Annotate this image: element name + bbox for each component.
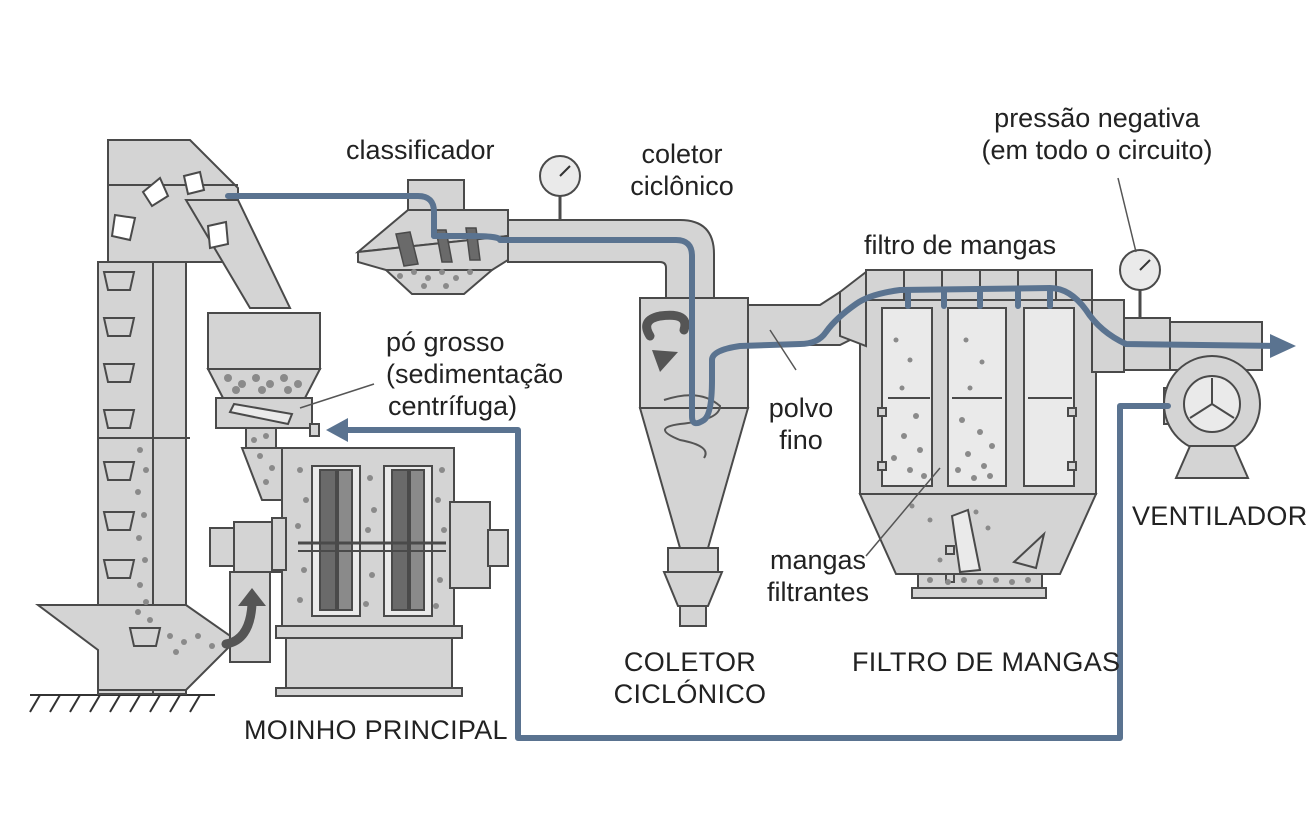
- recirculation-arrowhead: [238, 588, 266, 606]
- negative-pressure-line-2: (em todo o circuito): [981, 135, 1213, 165]
- cyclone-caption: COLETOR CICLÓNICO: [612, 646, 768, 710]
- coarse-powder-line-1: pó grosso: [386, 327, 505, 357]
- coarse-powder-leader: [299, 383, 375, 409]
- classifier-label: classificador: [346, 135, 495, 165]
- recirculation-arrow-icon: [221, 599, 257, 649]
- filter-bags-line-1: mangas: [769, 545, 867, 575]
- mill-particles: [295, 467, 447, 609]
- filter-dust-particles: [891, 337, 1031, 585]
- swirl-arrowhead: [652, 350, 678, 372]
- duct-classifier-cyclone: [507, 219, 715, 299]
- fine-powder-line-2: fino: [779, 425, 823, 455]
- cyclone-collector-label: coletor ciclônico: [612, 138, 752, 202]
- negative-pressure-line-1: pressão negativa: [994, 103, 1200, 133]
- filter-bags-line-2: filtrantes: [766, 577, 870, 607]
- cyclone-label-line-2: ciclônico: [630, 171, 734, 201]
- cyclone-caption-line-1: COLETOR: [623, 647, 757, 677]
- flow-arrow-icon: [326, 418, 348, 442]
- bag-filter-label: filtro de mangas: [864, 230, 1057, 260]
- cyclone-label-line-1: coletor: [641, 139, 723, 169]
- bag-filter-caption: FILTRO DE MANGAS: [852, 647, 1121, 677]
- negative-pressure-label: pressão negativa (em todo o circuito): [950, 102, 1244, 166]
- coarse-powder-label: pó grosso (sedimentação centrífuga): [386, 326, 563, 422]
- pressure-gauge-icon: [539, 155, 581, 220]
- filter-bags: [877, 307, 1077, 583]
- head-particles: [110, 170, 230, 250]
- filter-bags-leader: [865, 467, 941, 557]
- gauge-leader-line: [1117, 177, 1137, 253]
- main-mill-caption: MOINHO PRINCIPAL: [244, 715, 508, 745]
- air-flow-path: [225, 193, 1283, 741]
- fine-powder-label: polvo fino: [754, 392, 848, 456]
- cyclone-spiral: [663, 394, 722, 459]
- ground-hatch: [29, 694, 215, 713]
- elevator-particles: [135, 447, 215, 655]
- filter-bags-label: mangas filtrantes: [752, 544, 884, 608]
- elevator-buckets: [102, 271, 162, 647]
- cyclone-caption-line-2: CICLÓNICO: [613, 679, 767, 709]
- fan-caption: VENTILADOR: [1132, 501, 1308, 531]
- mill-rotors: [298, 465, 446, 617]
- swirl-arrow-icon: [642, 310, 690, 341]
- hopper-particles: [224, 374, 302, 485]
- duct-filter-fan: [1091, 299, 1263, 373]
- flow-arrow-icon: [1270, 334, 1296, 358]
- coarse-powder-line-3: centrífuga): [388, 391, 518, 421]
- fine-powder-leader: [769, 329, 797, 371]
- filter-flap: [950, 508, 1046, 574]
- pressure-gauge-icon: [1119, 249, 1161, 320]
- fine-powder-line-1: polvo: [768, 393, 834, 423]
- classifier-particles: [397, 269, 473, 289]
- fan: [1163, 355, 1261, 479]
- coarse-powder-line-2: (sedimentação: [386, 359, 564, 389]
